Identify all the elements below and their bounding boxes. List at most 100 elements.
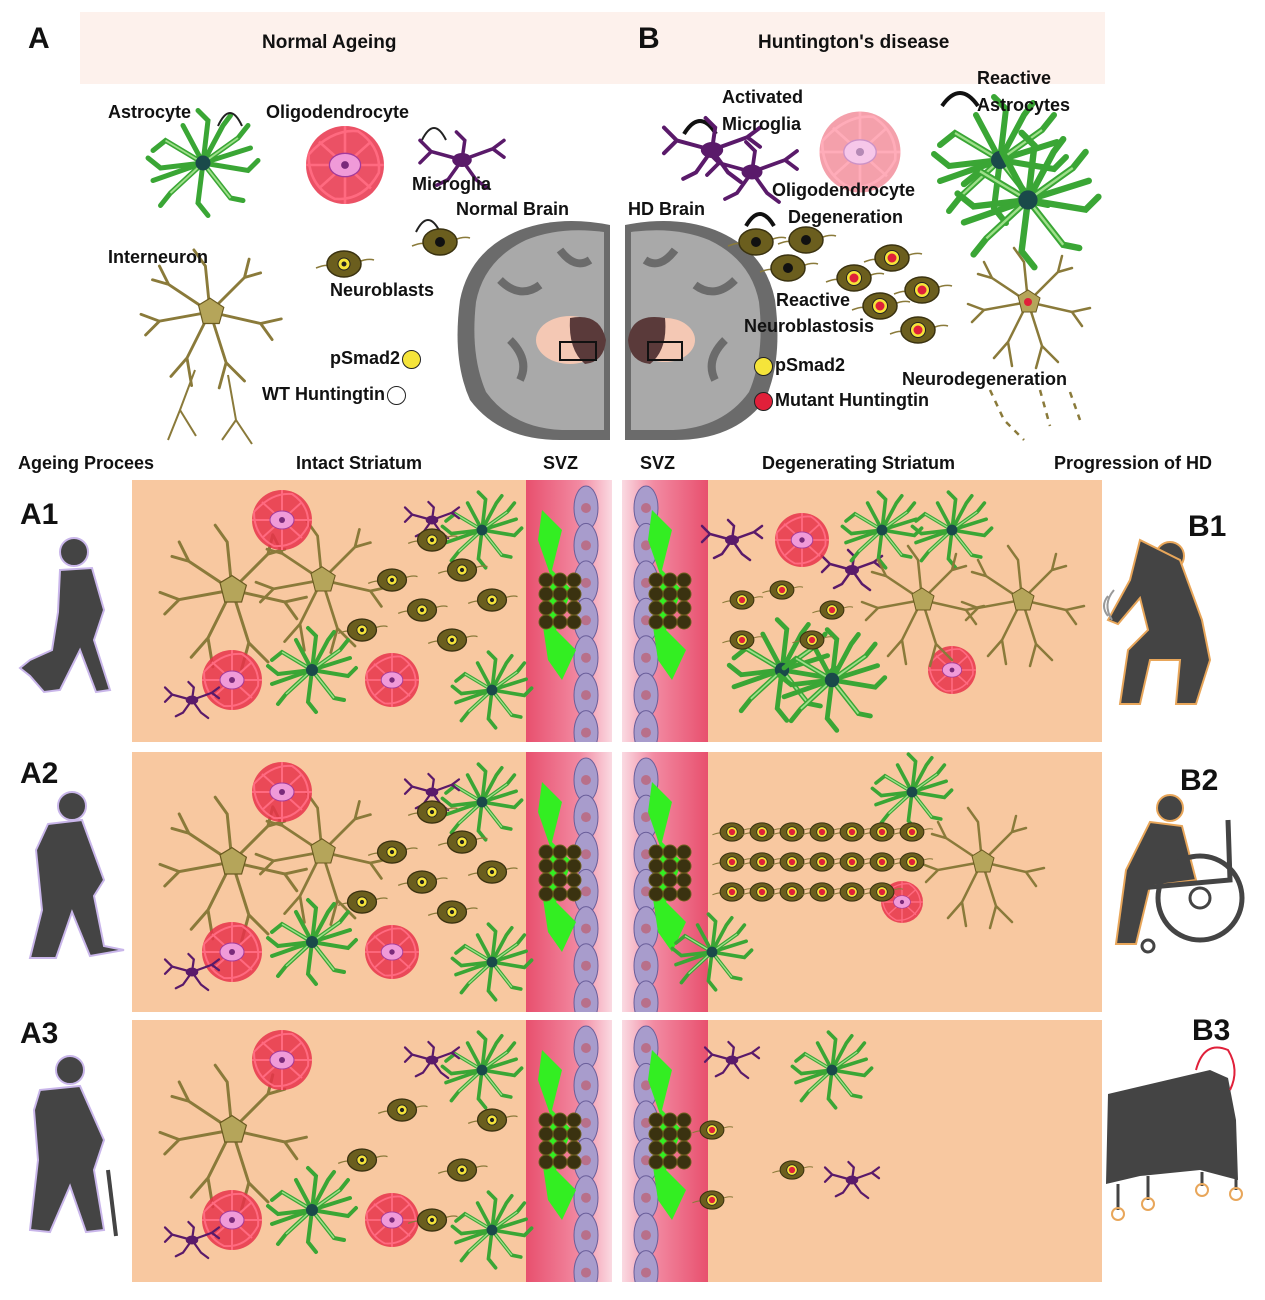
astrocyte-icon [266, 626, 358, 714]
left-svz-niche [538, 1025, 599, 1282]
neuroblast-psmad2-icon [316, 251, 374, 277]
neuroblast-mutant-icon [812, 601, 853, 619]
legend-a-wt: WT Huntingtin [262, 384, 406, 405]
legend-b-psmad2: pSmad2 [754, 355, 845, 376]
neuroblast-mutant-icon [722, 591, 763, 609]
neurodegeneration-label: Neurodegeneration [902, 369, 1068, 389]
astrocyte-icon [870, 752, 954, 832]
oligodendrocyte-icon [774, 512, 830, 568]
neuroblast-mutant-icon [692, 1191, 733, 1209]
neuroblast-icon [398, 599, 447, 621]
neuroblast-mutant-icon [772, 853, 813, 871]
neuroblast-icon [412, 229, 470, 255]
astrocyte-label: Astrocyte [108, 102, 192, 122]
right-svz-niche [633, 1025, 692, 1282]
neuroblast-icon [428, 629, 477, 651]
neuroblast-mutant-icon [892, 853, 933, 871]
oligodendrocyte-icon [251, 1029, 313, 1091]
progression-hd-label: Progression of HD [1054, 453, 1213, 473]
normal-brain-label: Normal Brain [456, 199, 570, 219]
row-2-cells [158, 752, 1046, 1012]
oligo-degeneration-label-2: Degeneration [788, 207, 904, 227]
row-label-a3: A3 [20, 1017, 59, 1050]
oligodendrocyte-icon [251, 761, 313, 823]
neuroblast-mutant-icon [742, 853, 783, 871]
neuroblast-icon [368, 841, 417, 863]
right-svz-niche [633, 757, 692, 1012]
reactive-neuroblastosis-label-1: Reactive [776, 290, 851, 310]
left-svz-niche [538, 757, 599, 1012]
microglia-label: Microglia [412, 174, 492, 194]
neuroblast-mutant-icon [832, 883, 873, 901]
ageing-process-label: Ageing Procees [18, 453, 155, 473]
legend-b-mutant-text: Mutant Huntingtin [775, 390, 929, 410]
neuroblast-icon [338, 1149, 387, 1171]
neuroblast-mutant-icon [742, 823, 783, 841]
panel-row-2 [132, 752, 1102, 1012]
interneuron-icon [139, 248, 283, 390]
degenerating-neuron-icon [966, 246, 1092, 370]
astrocyte-icon [266, 898, 358, 986]
legend-a-psmad2: pSmad2 [330, 348, 422, 369]
neuroblasts-label: Neuroblasts [330, 280, 435, 300]
psmad2-dot-icon [402, 349, 422, 369]
neuroblast-mutant-icon [802, 883, 843, 901]
activated-microglia-label-2: Microglia [722, 114, 802, 134]
hd-patient-wheelchair-icon [1114, 794, 1245, 954]
oligodendrocyte-icon [251, 489, 313, 551]
microglia-icon [703, 1040, 761, 1080]
neuroblast-mutant-icon [772, 1161, 813, 1179]
row-label-a1: A1 [20, 498, 59, 531]
reactive-neuroblastosis-label-2: Neuroblastosis [744, 316, 875, 336]
neuroblast-mutant-icon [802, 823, 843, 841]
neuroblast-mutant-icon [832, 823, 873, 841]
panel-row-1 [132, 480, 1102, 742]
reactive-astrocytes-label-2: Astrocytes [977, 95, 1071, 115]
psmad2-dot-icon [754, 356, 773, 376]
degenerating-neuron-icon [860, 544, 986, 668]
astrocyte-icon [266, 1166, 358, 1254]
neuroblast-mutant-icon [762, 581, 803, 599]
right-svz-niche [633, 485, 692, 742]
interneuron-label: Interneuron [108, 247, 209, 267]
neuroblast-mutant-icon [722, 631, 763, 649]
neuroblast-icon [428, 901, 477, 923]
row-label-b1: B1 [1188, 510, 1227, 543]
neuroblast-mutant-icon [712, 883, 753, 901]
astrocyte-icon [790, 1030, 874, 1110]
panel-b-letter: B [638, 22, 660, 55]
row-3-cells [158, 1025, 881, 1282]
neuroblast-mutant-icon [862, 853, 903, 871]
intact-striatum-label: Intact Striatum [296, 453, 423, 473]
mutant-huntingtin-dot-icon [754, 391, 773, 411]
panel-b-title: Huntington's disease [758, 32, 950, 53]
panel-a-title: Normal Ageing [262, 32, 397, 53]
oligo-degeneration-label-1: Oligodendrocyte [772, 180, 916, 200]
degenerating-striatum-label: Degenerating Striatum [762, 453, 956, 473]
reactive-astrocytes-label-1: Reactive [977, 68, 1052, 88]
hd-patient-crouching-icon [1103, 538, 1212, 705]
legend-b-psmad2-text: pSmad2 [775, 355, 846, 375]
neuroblast-mutant-icon [712, 823, 753, 841]
cane-elder-icon [28, 1055, 118, 1237]
neuroblast-mutant-icon [892, 823, 933, 841]
neuroblast-mutant-icon [772, 823, 813, 841]
neuroblast-icon [468, 589, 517, 611]
neuroblast-mutant-icon [772, 883, 813, 901]
neuroblast-icon [368, 569, 417, 591]
wt-huntingtin-dot-icon [386, 385, 406, 405]
neuroblast-mutant-icon [712, 853, 753, 871]
row-label-b3: B3 [1192, 1014, 1231, 1047]
activated-microglia-label-1: Activated [722, 87, 804, 107]
row-label-b2: B2 [1180, 764, 1219, 797]
legend-a-psmad2-text: pSmad2 [330, 348, 401, 368]
left-svz-niche [538, 485, 599, 742]
stooped-elder-icon [28, 791, 125, 959]
panel-a-letter: A [28, 22, 50, 55]
legend-a-wt-text: WT Huntingtin [262, 384, 385, 404]
activated-microglia-icon [700, 518, 764, 562]
oligodendrocyte-icon [304, 124, 386, 206]
hd-brain-label: HD Brain [628, 199, 706, 219]
hospital-bed-icon [1106, 1046, 1243, 1221]
row-1-cells [158, 485, 1086, 742]
